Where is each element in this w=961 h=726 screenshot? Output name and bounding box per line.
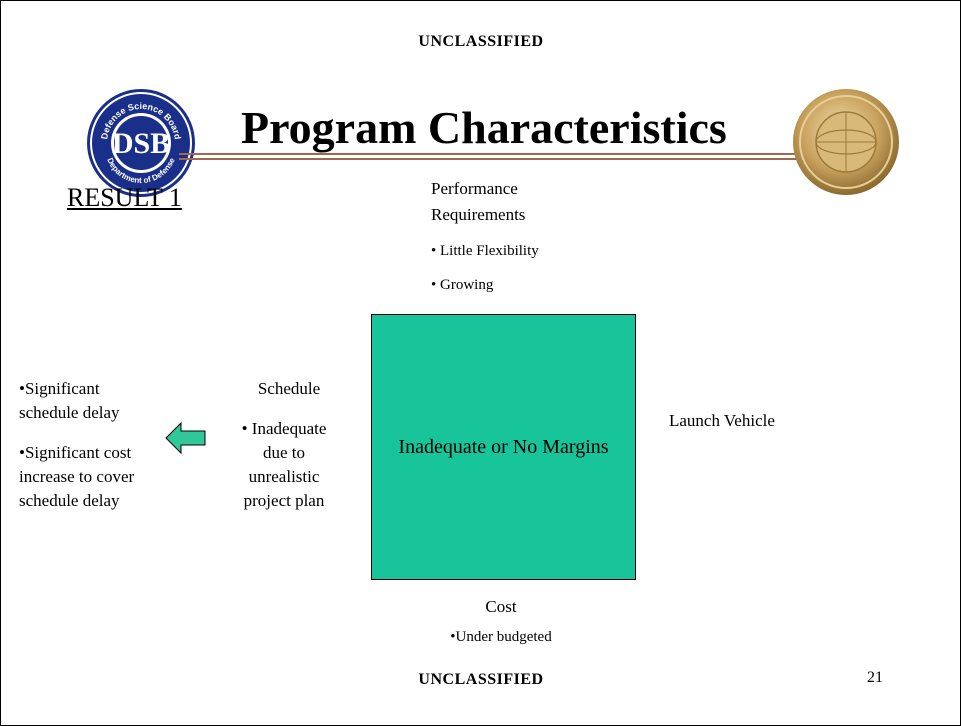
schedule-heading: Schedule — [257, 379, 321, 398]
page-number: 21 — [867, 669, 883, 686]
svg-text:DSB: DSB — [112, 127, 170, 160]
consequence-1-line-1: •Significant — [19, 379, 100, 398]
schedule-line-1: • Inadequate — [241, 419, 327, 438]
consequence-2-line-1: •Significant cost — [19, 443, 132, 462]
left-arrow-icon — [165, 421, 207, 455]
margins-box-label: Inadequate or No Margins — [398, 435, 609, 458]
title-rule-bottom — [179, 158, 801, 160]
margins-box: Inadequate or No Margins — [371, 314, 636, 580]
performance-heading-1: Performance — [431, 179, 518, 198]
launch-vehicle-label: Launch Vehicle — [669, 411, 775, 430]
dsb-seal-logo: DSB Defense Science Board Department of … — [85, 87, 197, 199]
cost-heading: Cost — [485, 597, 517, 616]
classification-top: UNCLASSIFIED — [418, 33, 544, 50]
result-label: RESULT 1 — [67, 183, 182, 212]
consequence-2-line-2: increase to cover — [19, 467, 135, 486]
cost-bullet: •Under budgeted — [450, 629, 552, 645]
gold-seal-logo — [791, 87, 901, 197]
performance-bullet-2: • Growing — [431, 277, 494, 293]
schedule-line-4: project plan — [243, 491, 325, 510]
classification-bottom: UNCLASSIFIED — [418, 671, 544, 688]
performance-heading-2: Requirements — [431, 205, 526, 224]
title-rule-top — [179, 153, 801, 155]
consequence-1-line-2: schedule delay — [19, 403, 120, 422]
schedule-line-3: unrealistic — [248, 467, 320, 486]
consequence-2-line-3: schedule delay — [19, 491, 120, 510]
page-title: Program Characteristics — [241, 102, 727, 153]
schedule-line-2: due to — [262, 443, 306, 462]
performance-bullet-1: • Little Flexibility — [431, 243, 539, 259]
